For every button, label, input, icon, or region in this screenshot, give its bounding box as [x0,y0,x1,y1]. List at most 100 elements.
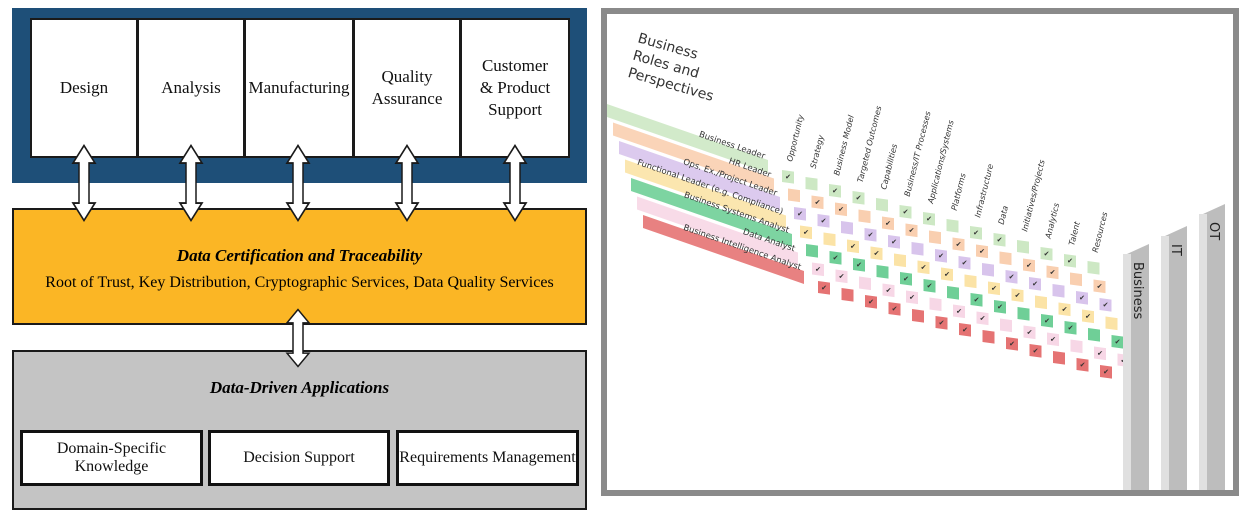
matrix-cell [1088,327,1100,342]
matrix-cell [1029,344,1042,358]
matrix-cell [1070,339,1083,354]
matrix-cell [953,304,965,319]
check-mark-icon: ✔ [939,319,945,327]
check-mark-icon: ✔ [821,284,827,292]
check-mark-icon: ✔ [980,315,986,323]
matrix-cell [970,225,982,240]
check-mark-icon: ✔ [927,282,933,290]
matrix-cell [905,223,918,238]
double-arrow-icon [286,144,310,222]
matrix-cell [982,330,995,344]
matrix-cell [1064,320,1077,335]
check-mark-icon: ✔ [1050,336,1056,344]
matrix-cell [1093,279,1106,294]
matrix-cell [882,216,894,231]
matrix-cell [1006,336,1018,351]
matrix-cell [853,258,865,272]
matrix-cell [812,262,824,277]
check-mark-icon: ✔ [962,326,968,334]
perspective-label: Platforms [950,172,968,211]
matrix-cell [888,235,900,249]
matrix-cell [829,250,842,265]
matrix-cell [1058,302,1071,317]
double-arrow-icon [286,308,310,368]
matrix-cell [917,260,930,275]
connector-arrows [72,144,527,368]
matrix-cell [993,233,1006,247]
double-arrow-icon [503,144,527,222]
layer-slab-side [1203,204,1225,490]
matrix-cell [994,300,1006,314]
check-mark-icon: ✔ [1067,257,1073,265]
check-mark-icon: ✔ [1026,262,1032,270]
function-box-manufacturing: Manufacturing [244,18,354,158]
perspective-label: Strategy [809,134,826,170]
layer-slab-side [1127,244,1149,490]
layer-slab-face [1161,236,1169,490]
role-band [643,215,804,284]
matrix-cell [976,311,989,326]
check-mark-icon: ✔ [903,275,909,283]
matrix-cell [1029,277,1041,291]
check-mark-icon: ✔ [868,298,874,306]
matrix-cell [999,251,1012,266]
check-mark-icon: ✔ [856,261,862,269]
check-mark-icon: ✔ [886,287,892,295]
check-mark-icon: ✔ [815,266,821,274]
matrix-cell [1047,332,1059,347]
check-mark-icon: ✔ [1033,347,1039,355]
check-mark-icon: ✔ [874,250,880,258]
check-mark-icon: ✔ [838,206,844,214]
check-mark-icon: ✔ [785,173,791,181]
check-mark-icon: ✔ [921,264,927,272]
check-mark-icon: ✔ [839,273,845,281]
matrix-cell [935,316,948,330]
matrix-cell [1005,269,1018,284]
function-box-design: Design [30,18,138,158]
check-mark-icon: ✔ [833,254,839,262]
perspective-label: Data [997,205,1010,226]
matrix-cell [864,227,877,242]
matrix-cell [876,264,889,279]
matrix-cell [1046,265,1059,280]
check-mark-icon: ✔ [962,259,968,267]
component-requirements-management: Requirements Management [396,430,579,486]
matrix-cell [1035,295,1047,310]
apps-layer-title: Data-Driven Applications [209,378,390,397]
matrix-cell [952,237,965,252]
check-mark-icon: ✔ [885,220,891,228]
matrix-cell [964,274,977,289]
check-mark-icon: ✔ [1050,269,1056,277]
perspective-label: Talent [1067,220,1082,247]
function-label: Manufacturing [248,78,350,97]
matrix-cell [894,253,906,268]
matrix-cell [818,281,830,295]
matrix-cell [847,239,859,254]
left-diagram: Design Analysis Manufacturing Quality As… [0,0,595,510]
matrix-cell [1099,297,1112,312]
perspective-label: Targeted Outcomes [856,105,884,183]
check-mark-icon: ✔ [821,217,827,225]
layer-label: Business [1130,262,1145,320]
check-mark-icon: ✔ [1103,368,1109,376]
perspective-label: Applications/Systems [926,119,956,205]
check-mark-icon: ✔ [909,227,915,235]
double-arrow-icon [72,144,96,222]
check-mark-icon: ✔ [944,271,950,279]
role-band [631,178,792,247]
matrix-cell [835,202,847,217]
perspective-label: Business/IT Processes [903,110,933,197]
check-mark-icon: ✔ [926,215,932,223]
matrix-cell [958,255,971,270]
perspective-label: Capabilities [879,143,899,190]
component-label: Decision Support [243,449,355,466]
matrix-cell [865,294,877,309]
check-mark-icon: ✔ [979,248,985,256]
matrix-cell [782,169,794,184]
matrix-cell [1023,325,1036,340]
check-mark-icon: ✔ [909,294,915,302]
component-label: Domain-Specific Knowledge [56,440,167,475]
matrix-cell [941,267,953,282]
check-mark-icon: ✔ [1015,292,1021,300]
perspective-label: Opportunity [785,113,805,162]
